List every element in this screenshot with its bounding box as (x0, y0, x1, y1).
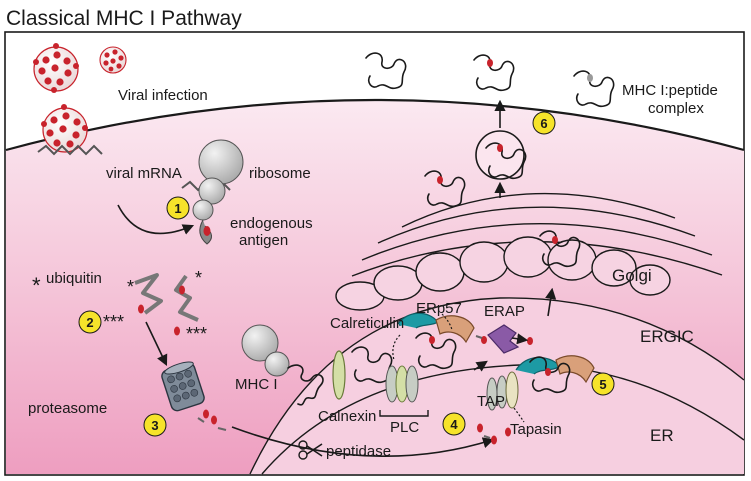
step-5-badge: 5 (591, 372, 615, 396)
ubiquitin-tag-1: * (127, 277, 134, 297)
step-1-badge: 1 (166, 196, 190, 220)
erap-enzyme (475, 324, 533, 354)
step-1-number: 1 (174, 201, 181, 216)
diagram-title: Classical MHC I Pathway (6, 7, 242, 30)
calnexin-label: Calnexin (318, 408, 376, 425)
erap-label: ERAP (484, 303, 525, 320)
er-label: ER (650, 426, 674, 445)
peptide-transport-arrow (231, 426, 495, 458)
er-outer-membrane (249, 297, 745, 475)
tapasin-label: Tapasin (510, 421, 562, 438)
step-3-number: 3 (151, 418, 158, 433)
proteasome-label: proteasome (28, 400, 107, 417)
proteasome-peptides (197, 409, 227, 431)
ubiquitin-label: ubiquitin (46, 270, 102, 287)
endogenous-antigen-label-line2: antigen (239, 232, 288, 249)
step-6-number: 6 (540, 116, 547, 131)
virus-small (99, 46, 127, 74)
loaded-mhc-i-complex (515, 355, 595, 394)
cytosolic-peptides (477, 423, 511, 445)
mhc-i-label: MHC I (235, 376, 278, 393)
viral-mrna-label: viral mRNA (106, 165, 182, 182)
step-6-badge: 6 (532, 111, 556, 135)
ubiquitin-tag-4: *** (186, 324, 207, 344)
step-5-number: 5 (599, 377, 606, 392)
tap-loading-arrow (473, 360, 488, 372)
ribosome-label: ribosome (249, 165, 311, 182)
scissors-icon (298, 440, 323, 460)
erp57-leader (441, 313, 453, 331)
ubiquitin-tag-3: *** (103, 312, 124, 332)
mhc-peptide-complex-label-line2: complex (648, 100, 704, 117)
nascent-mhc-i (287, 364, 324, 406)
degradation-arrow (145, 321, 168, 367)
plc-complex (385, 312, 475, 403)
erap-trim-arrow (511, 333, 529, 345)
virus-entering-cell (41, 104, 88, 153)
golgi-peptide (552, 236, 558, 244)
peptidase-label: peptidase (326, 443, 391, 460)
step-3-badge: 3 (143, 413, 167, 437)
tapasin-leader (513, 407, 525, 423)
erp57-label: ERp57 (416, 300, 462, 317)
proteasome (161, 361, 205, 412)
surface-mhc-i-1 (365, 52, 407, 90)
plc-label: PLC (390, 419, 419, 436)
post-golgi-peptide (437, 176, 443, 184)
mhc-peptide-complex-label-line1: MHC I:peptide (622, 82, 718, 99)
viral-infection-label: Viral infection (118, 87, 208, 104)
endogenous-antigen-label-line1: endogenous (230, 215, 313, 232)
calreticulin-leader (392, 334, 401, 361)
calnexin (332, 346, 393, 400)
ergic-exit-arrow (545, 287, 557, 317)
virus-large (33, 43, 79, 93)
cell-membrane (5, 98, 745, 152)
step-2-number: 2 (86, 315, 93, 330)
step-2-badge: 2 (78, 310, 102, 334)
tap-transporter (486, 371, 519, 411)
step-4-badge: 4 (442, 412, 466, 436)
ergic-vesicles (335, 236, 671, 311)
ubiquitin-legend-marker: * (32, 273, 41, 298)
calreticulin-label: Calreticulin (330, 315, 404, 332)
plc-bracket (379, 410, 429, 417)
ribosome (192, 139, 244, 245)
ubiquitin-tag-2: * (195, 268, 202, 288)
translation-arrow (117, 204, 195, 235)
tap-label: TAP (477, 393, 505, 410)
ergic-label: ERGIC (640, 327, 694, 346)
secretory-vesicle (475, 130, 527, 180)
viral-mrna-strand (37, 144, 103, 156)
golgi-label: Golgi (612, 266, 652, 285)
ubiquitinated-proteins (134, 273, 199, 336)
surface-mhc-i-2 (473, 54, 515, 92)
step-4-number: 4 (450, 417, 458, 432)
er-ribosome (241, 324, 290, 377)
surface-mhc-i-3 (573, 70, 615, 108)
